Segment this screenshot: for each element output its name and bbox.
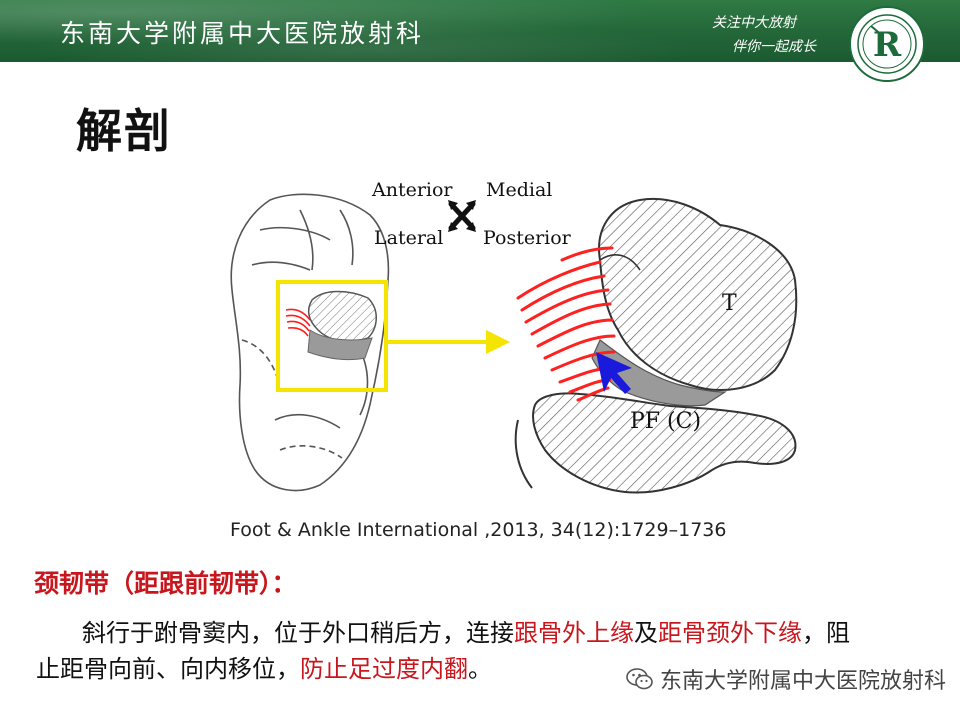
label-lateral: Lateral xyxy=(374,227,443,249)
orientation-compass: Anterior Medial Lateral Posterior xyxy=(371,179,572,249)
desc-text-3: ，阻 xyxy=(802,619,850,647)
label-pf: PF (C) xyxy=(630,409,701,434)
calcaneus-bone: PF (C) xyxy=(533,393,795,492)
label-medial: Medial xyxy=(486,179,552,201)
desc-highlight-inversion: 防止足过度内翻 xyxy=(300,655,468,683)
logo-letter: R xyxy=(873,25,902,65)
desc-text-5: 。 xyxy=(468,655,492,683)
label-anterior: Anterior xyxy=(371,179,453,201)
slogan-line-1: 关注中大放射 xyxy=(712,12,796,32)
desc-text-2: 及 xyxy=(634,619,658,647)
figure-citation: Foot & Ankle International ,2013, 34(12)… xyxy=(230,519,726,541)
label-talus: T xyxy=(722,291,737,316)
description-line-1: 斜行于跗骨窦内，位于外口稍后方，连接跟骨外上缘及距骨颈外下缘，阻 xyxy=(36,615,936,651)
small-ligament-lines xyxy=(286,309,310,336)
compass-cross-icon xyxy=(451,204,473,228)
header-title: 东南大学附属中大医院放射科 xyxy=(60,14,424,50)
fibula-outline xyxy=(516,420,532,488)
ligament-subheading: 颈韧带（距跟前韧带）： xyxy=(34,564,297,600)
label-posterior: Posterior xyxy=(483,227,572,249)
slide-heading: 解剖 xyxy=(76,95,172,161)
slogan-line-2: 伴你一起成长 xyxy=(732,36,816,56)
desc-highlight-calcaneus: 跟骨外上缘 xyxy=(514,619,634,647)
desc-text-1: 斜行于跗骨窦内，位于外口稍后方，连接 xyxy=(82,619,514,647)
wechat-icon xyxy=(626,667,654,697)
desc-text-4: 止距骨向前、向内移位， xyxy=(36,655,300,683)
header-bar: 东南大学附属中大医院放射科 关注中大放射 伴你一起成长 xyxy=(0,0,960,62)
zoom-arrow xyxy=(386,330,510,354)
small-talus-shape xyxy=(309,292,377,342)
wechat-watermark: 东南大学附属中大医院放射科 xyxy=(626,663,946,697)
anatomy-figure: Anterior Medial Lateral Posterior T PF (… xyxy=(200,170,800,500)
cervical-ligament-fibers xyxy=(518,248,614,400)
watermark-text: 东南大学附属中大医院放射科 xyxy=(660,669,946,694)
hospital-logo: R xyxy=(849,6,925,82)
desc-highlight-talus-neck: 距骨颈外下缘 xyxy=(658,619,802,647)
